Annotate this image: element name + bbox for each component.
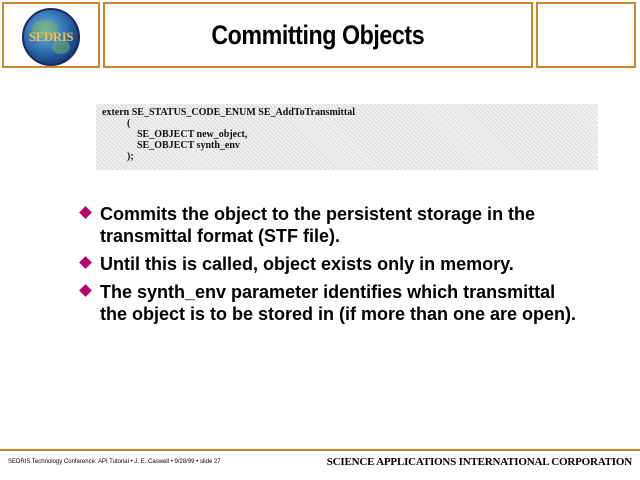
- code-line: SE_OBJECT synth_env: [102, 140, 240, 151]
- code-block: extern SE_STATUS_CODE_ENUM SE_AddToTrans…: [96, 104, 598, 170]
- diamond-bullet-icon: [79, 284, 92, 297]
- logo-box: SEDRIS: [2, 2, 100, 68]
- slide-title: Committing Objects: [211, 19, 425, 50]
- footer-company: SCIENCE APPLICATIONS INTERNATIONAL CORPO…: [326, 456, 632, 468]
- code-line: SE_OBJECT new_object,: [102, 129, 248, 140]
- title-box: Committing Objects: [103, 2, 533, 68]
- logo-text: SEDRIS: [29, 29, 73, 44]
- diamond-bullet-icon: [79, 256, 92, 269]
- bullet-text: The synth_env parameter identifies which…: [100, 282, 577, 324]
- bullet-item: Until this is called, object exists only…: [78, 253, 578, 275]
- bullet-list: Commits the object to the persistent sto…: [78, 203, 578, 331]
- code-line: (: [102, 118, 131, 129]
- bullet-item: The synth_env parameter identifies which…: [78, 281, 578, 325]
- footer-divider: [0, 449, 640, 451]
- diamond-bullet-icon: [79, 206, 92, 219]
- sedris-globe-logo-icon: SEDRIS: [22, 8, 80, 66]
- bullet-text: Commits the object to the persistent sto…: [100, 204, 536, 246]
- footer-credit: SEDRIS Technology Conference: API Tutori…: [8, 459, 221, 465]
- right-header-box: [536, 2, 636, 68]
- code-line: extern SE_STATUS_CODE_ENUM SE_AddToTrans…: [102, 107, 355, 118]
- bullet-item: Commits the object to the persistent sto…: [78, 203, 578, 247]
- bullet-text: Until this is called, object exists only…: [100, 254, 514, 274]
- code-line: );: [102, 151, 134, 162]
